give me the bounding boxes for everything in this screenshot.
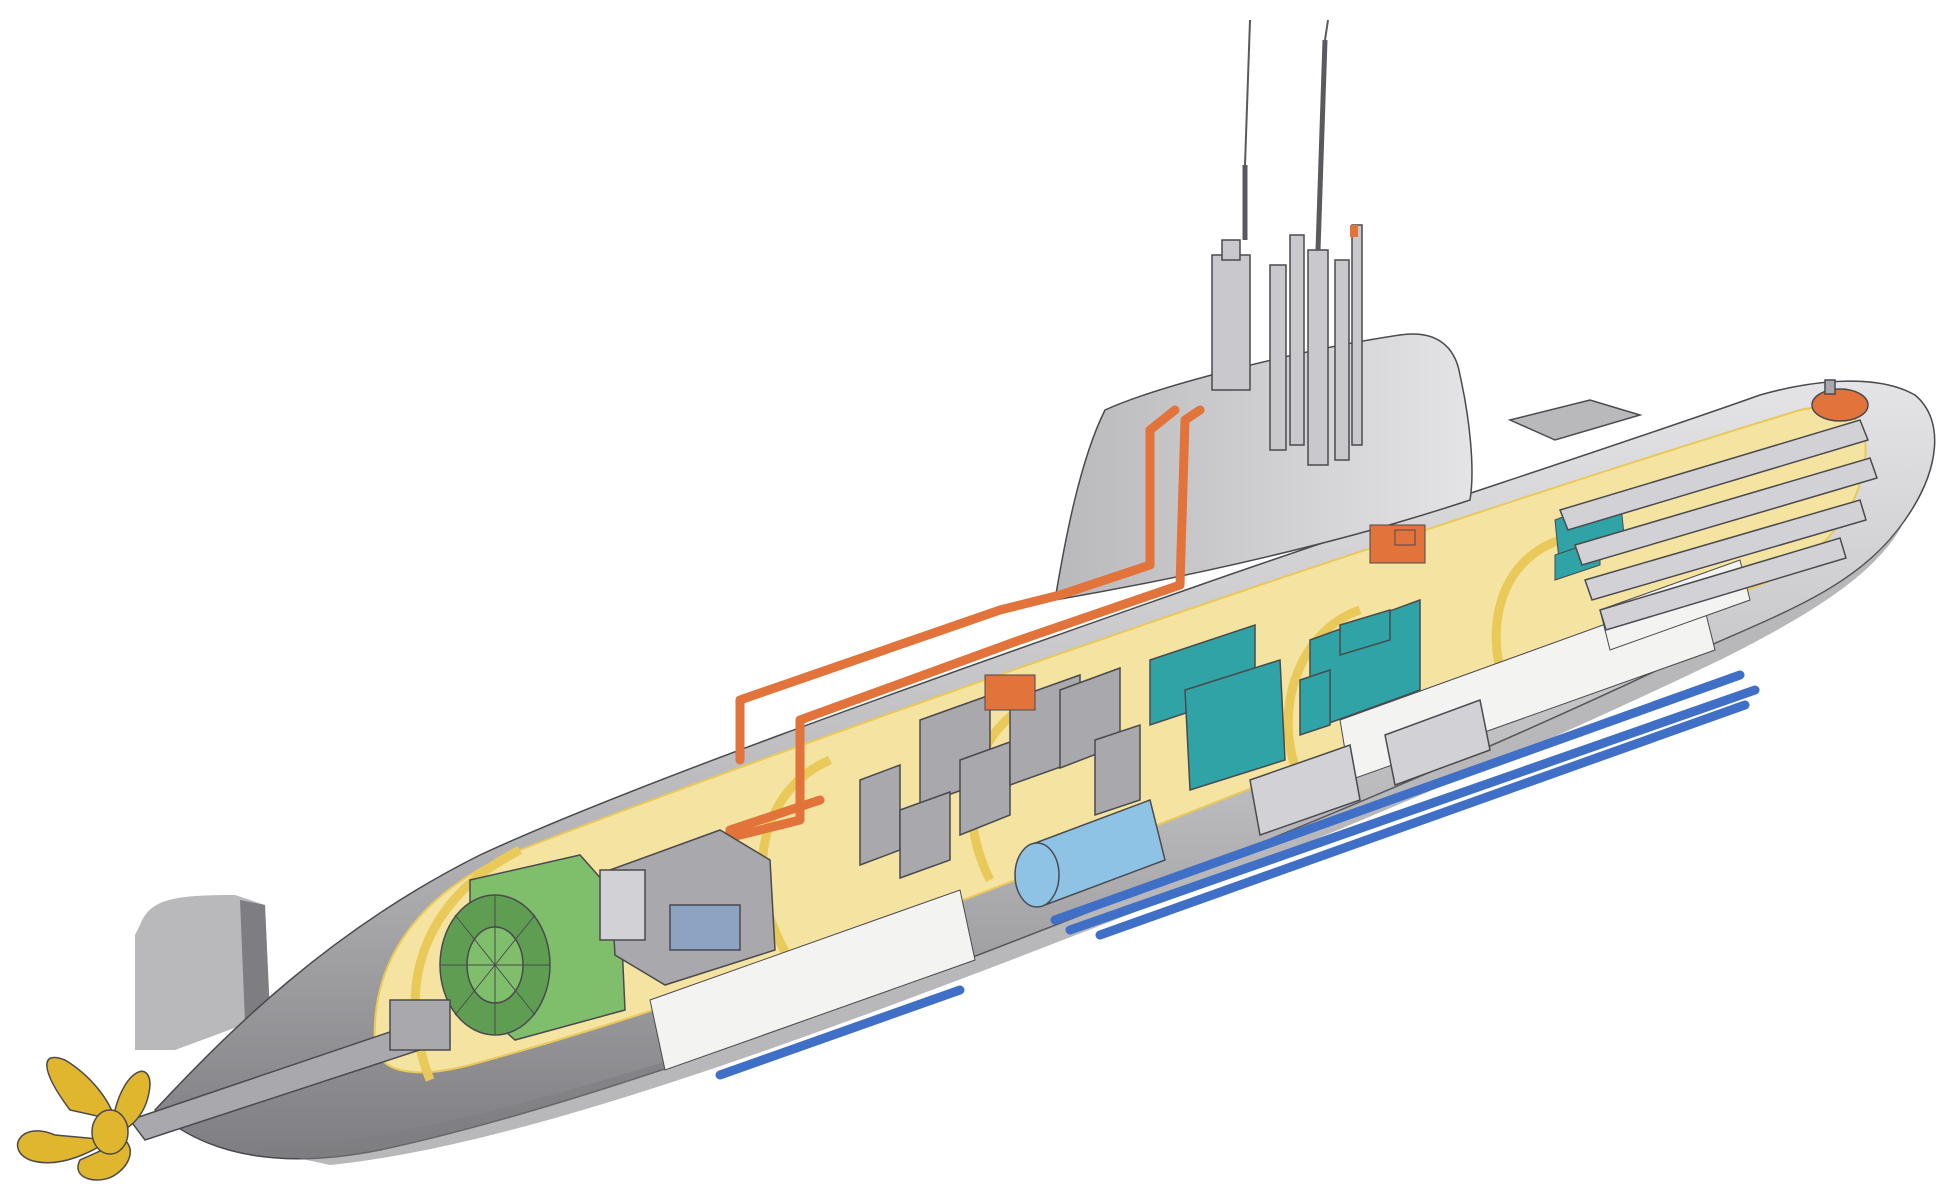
blue-pipes	[715, 670, 1760, 1080]
bow-sonar	[1811, 379, 1869, 422]
electric-motor	[439, 854, 626, 1041]
pressure-tanks	[1249, 698, 1491, 836]
air-tank	[1014, 799, 1166, 908]
forward-hydroplane	[1507, 399, 1643, 441]
propeller-shaft	[128, 999, 451, 1141]
electronics-equipment	[1149, 598, 1421, 792]
propeller	[17, 1056, 151, 1181]
deck-grates	[984, 524, 1426, 711]
torpedo-tubes	[1558, 419, 1878, 631]
rudder	[135, 895, 270, 1050]
mast-beacon-icon	[1350, 225, 1358, 237]
periscope-masts	[1211, 19, 1363, 466]
sail	[1054, 333, 1473, 601]
diesel-generator	[599, 829, 776, 986]
